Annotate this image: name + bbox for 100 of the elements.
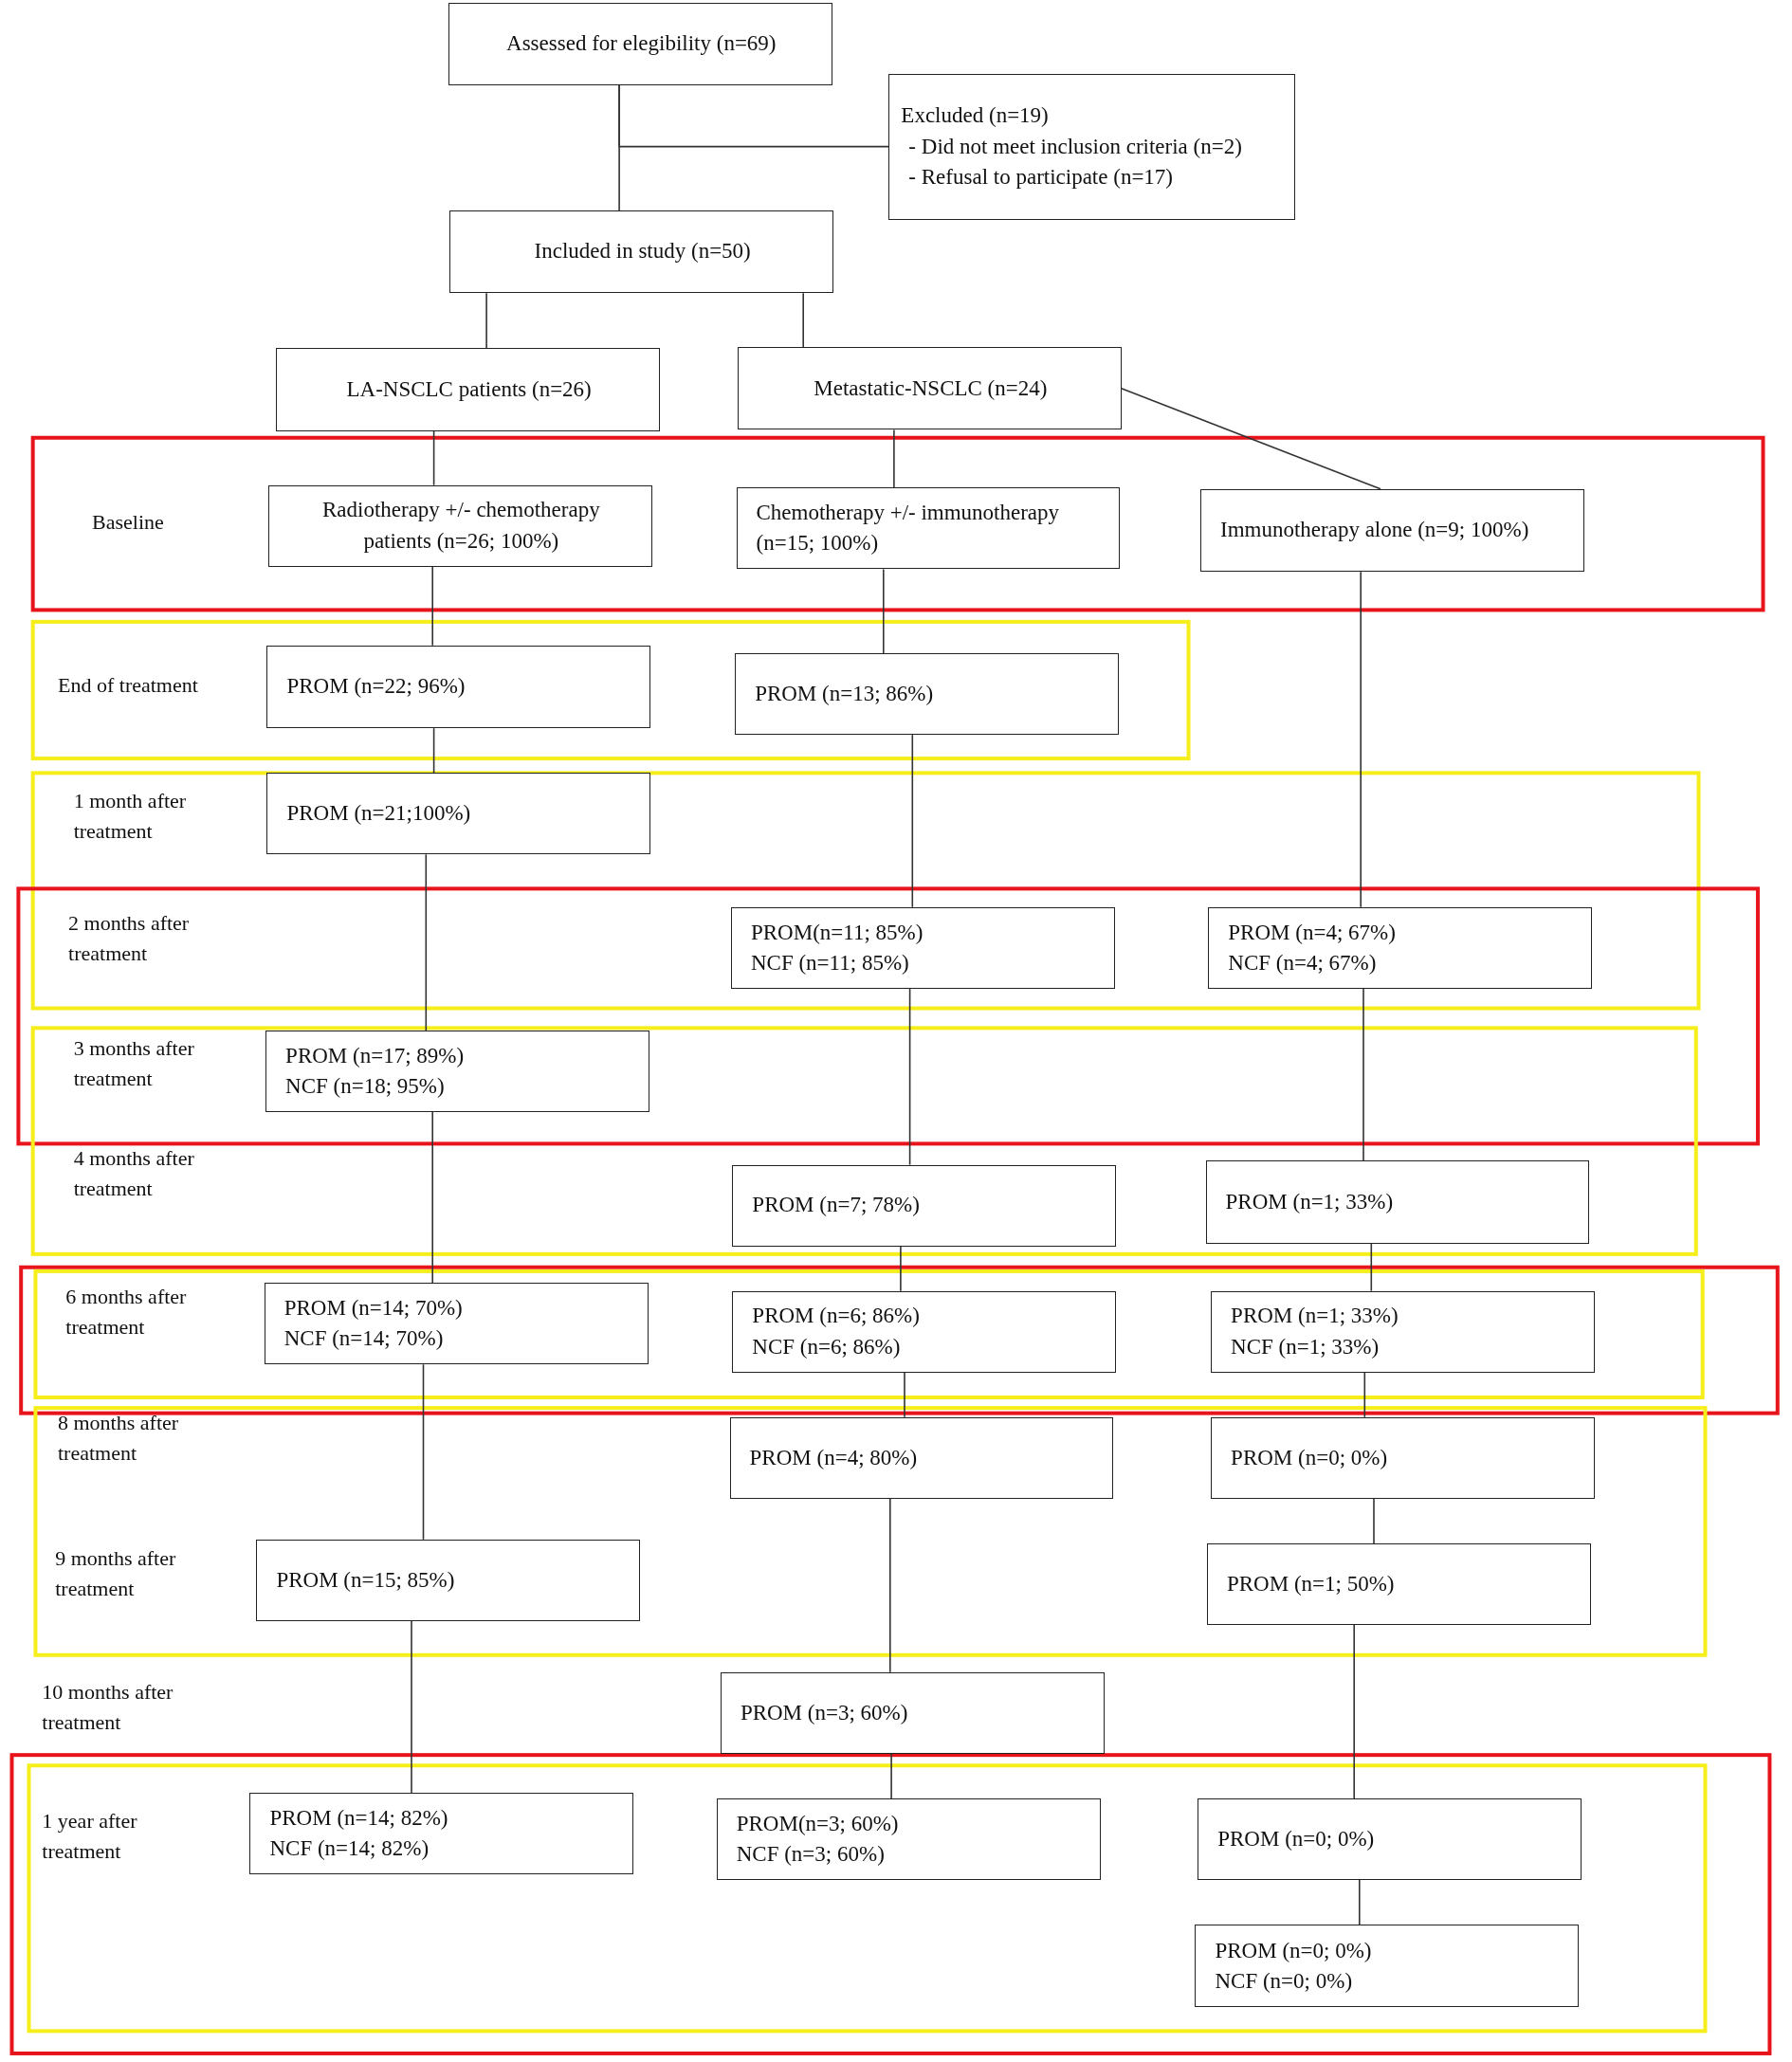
flow-box [265,1031,649,1113]
connector-line [425,853,428,1031]
row-label: 6 months after treatment [65,1283,188,1341]
flow-box [1211,1416,1595,1499]
box-text: Assessed for elegibility (n=69) [506,30,777,58]
flow-box [716,1797,1101,1880]
box-text: PROM (n=0; 0%) [1215,1937,1372,1964]
flow-box [729,1416,1114,1499]
box-text: NCF (n=1; 33%) [1231,1333,1380,1360]
flow-box [736,487,1121,570]
connector-line [802,292,804,348]
connector-line [1362,988,1364,1162]
box-text: PROM (n=0; 0%) [1217,1825,1375,1852]
connector-line [1360,571,1362,908]
box-text: Excluded (n=19) [901,102,1049,130]
box-text: PROM (n=3; 60%) [740,1699,908,1726]
box-text: PROM (n=22; 96%) [286,673,466,701]
flow-box [267,484,652,567]
connector-line [432,430,435,486]
box-text: NCF (n=4; 67%) [1228,949,1377,976]
row-label: 9 months after treatment [55,1544,177,1602]
box-text: NCF (n=3; 60%) [736,1840,885,1868]
row-label: 3 months after treatment [73,1034,195,1092]
connector-line [904,1371,905,1418]
box-text: PROM (n=14; 70%) [283,1295,463,1323]
box-text: PROM (n=15; 85%) [276,1566,455,1594]
connector-line [889,1498,891,1673]
connector-line [618,84,620,211]
box-text: PROM (n=17; 89%) [285,1042,465,1069]
connector-line [1359,1879,1361,1925]
box-text: PROM (n=4; 80%) [749,1444,918,1471]
row-label: 2 months after treatment [68,910,191,968]
box-text: NCF (n=0; 0%) [1215,1967,1353,1995]
connector-line [911,734,914,908]
box-text: PROM (n=0; 0%) [1231,1444,1388,1471]
connector-line [431,565,433,647]
flow-box [732,1164,1117,1247]
flow-box [449,210,834,294]
box-text: - Did not meet inclusion criteria (n=2) [907,133,1242,160]
box-text: PROM (n=7; 78%) [752,1192,920,1219]
row-label: End of treatment [58,672,198,700]
flow-box [276,348,661,431]
box-text: PROM(n=11; 85%) [750,919,923,946]
box-text: PROM (n=1; 33%) [1231,1303,1399,1330]
flow-box [732,1290,1117,1373]
box-text: PROM (n=4; 67%) [1228,919,1396,946]
connector-line [1363,1371,1366,1418]
connector-line [890,1753,892,1799]
row-label: 10 months after treatment [42,1679,174,1737]
connector-line [883,568,885,654]
flow-box [266,773,651,855]
box-text: NCF (n=11; 85%) [750,949,909,976]
flow-box [737,347,1122,430]
box-text: NCF (n=6; 86%) [752,1333,901,1360]
flow-box [888,73,1295,220]
flow-box [735,653,1119,736]
box-text: PROM (n=6; 86%) [752,1303,920,1330]
box-text: Metastatic-NSCLC (n=24) [814,374,1048,402]
flow-box [249,1793,634,1875]
box-text: PROM(n=3; 60%) [736,1810,899,1837]
box-text: NCF (n=14; 82%) [269,1835,430,1863]
box-text: PROM (n=1; 33%) [1225,1189,1394,1215]
connector-line [1373,1498,1375,1544]
flow-box [1211,1290,1595,1373]
flow-box [1208,906,1593,989]
connector-line [1370,1243,1373,1292]
connector-line [1121,388,1381,490]
box-text: LA-NSCLC patients (n=26) [346,376,592,404]
box-text: NCF (n=14; 70%) [283,1325,444,1353]
flow-box [1200,488,1584,573]
box-text: - Refusal to participate (n=17) [907,163,1173,191]
flow-box [266,645,651,729]
box-text: PROM (n=21;100%) [286,800,471,828]
box-text: Included in study (n=50) [534,238,751,265]
box-text: Immunotherapy alone (n=9; 100%) [1220,517,1529,544]
connector-line [411,1619,412,1795]
connector-line [900,1245,902,1292]
connector-line [432,727,435,775]
box-text: PROM (n=1; 50%) [1226,1570,1395,1597]
flow-box [1205,1160,1590,1244]
flow-box [1198,1797,1582,1880]
flow-box [720,1671,1105,1754]
flow-box [264,1283,649,1365]
row-label: Baseline [92,509,164,537]
connector-line [431,1111,433,1285]
connector-line [485,292,487,350]
row-label: 1 year after treatment [42,1808,138,1866]
box-text: PROM (n=14; 82%) [269,1805,448,1833]
flow-box [448,2,832,86]
box-text: NCF (n=18; 95%) [285,1073,445,1101]
box-text: Radiotherapy +/- chemotherapy patients (n=26; 100%) [320,497,601,555]
flow-box [1195,1925,1580,2008]
box-text: Chemotherapy +/- immunotherapy (n=15; 100%) [756,500,1061,557]
row-label: 1 month after treatment [73,788,188,846]
row-label: 4 months after treatment [73,1145,195,1203]
connector-line [1353,1624,1355,1799]
box-text: PROM (n=13; 86%) [755,681,934,708]
row-label: 8 months after treatment [58,1410,180,1467]
flow-box [1206,1542,1591,1625]
connector-line [422,1363,425,1541]
